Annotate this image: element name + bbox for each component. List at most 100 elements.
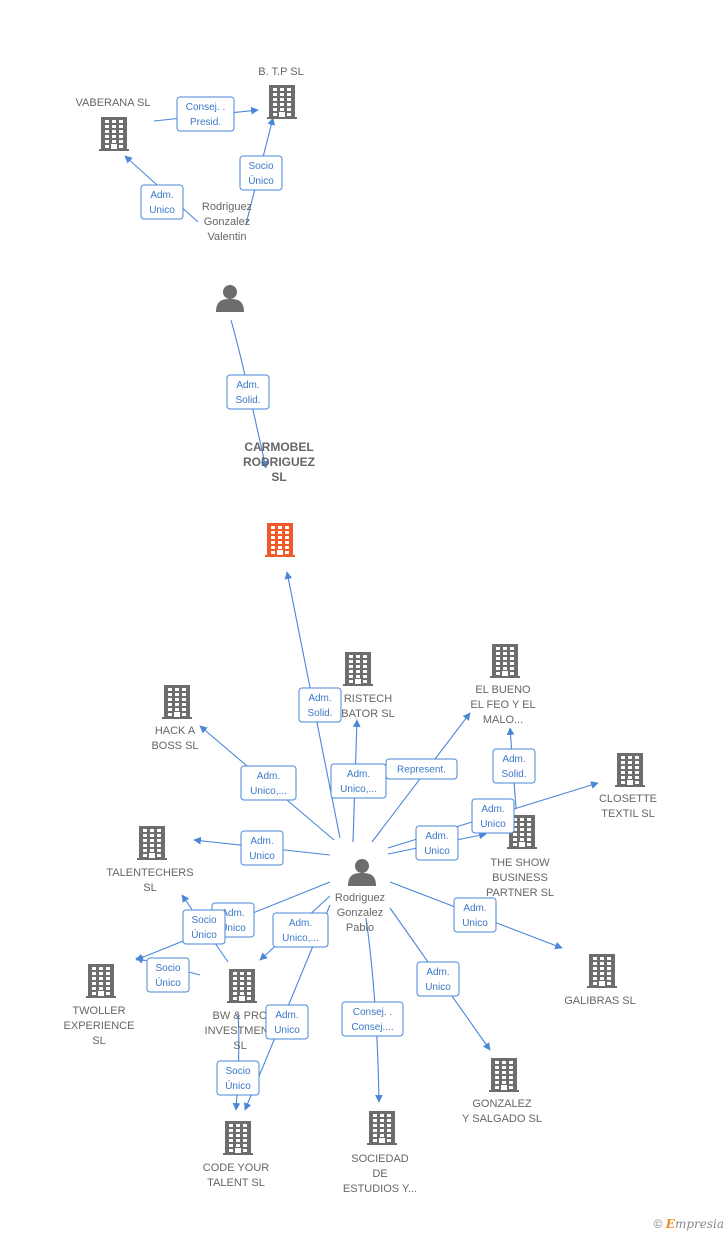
relation-label-box: [226, 374, 270, 410]
relation-label[interactable]: Adm.Solid.: [492, 748, 536, 784]
building-icon: [267, 85, 297, 119]
building-icon: [507, 815, 537, 849]
building-icon: [137, 826, 167, 860]
relation-label-box: [416, 961, 460, 997]
relation-label-text: Unico: [220, 923, 246, 934]
building-icon: [343, 652, 373, 686]
relation-label-box: [492, 748, 536, 784]
relation-label-text: Socio: [155, 963, 180, 974]
relation-label-text: Adm.: [150, 190, 173, 201]
relation-label-box: [239, 155, 283, 191]
relation-label-text: Adm.: [502, 754, 525, 765]
person-icon: [348, 859, 376, 886]
node-label: INVESTMENT: [205, 1025, 276, 1037]
relation-label-text: Unico: [149, 205, 175, 216]
relation-label-text: Unico: [424, 846, 450, 857]
node-vaberana[interactable]: VABERANA SL: [76, 97, 151, 151]
relation-label-text: Adm.: [289, 918, 312, 929]
node-label: B. T.P SL: [258, 66, 303, 78]
relation-label-box: [146, 957, 190, 993]
node-label: Pablo: [346, 922, 374, 934]
relation-label-box: [330, 763, 387, 799]
relation-label-text: Unico,...: [282, 933, 319, 944]
node-label: PARTNER SL: [486, 887, 554, 899]
node-label: SOCIEDAD: [351, 1153, 409, 1165]
relation-label[interactable]: Represent.: [385, 758, 458, 780]
building-icon: [86, 964, 116, 998]
relation-label[interactable]: Adm.Solid.: [226, 374, 270, 410]
relation-label-text: Único: [155, 976, 181, 989]
relation-label-text: Socio: [248, 161, 273, 172]
node-label: TEXTIL SL: [601, 808, 654, 820]
relation-label-text: Adm.: [257, 771, 280, 782]
relation-label-text: Presid.: [190, 117, 221, 128]
relation-label[interactable]: Consej. .Consej....: [341, 1001, 404, 1037]
relation-label-text: Adm.: [236, 380, 259, 391]
brand-watermark: © Empresia: [654, 1217, 724, 1231]
relation-label-text: Unico,...: [250, 786, 287, 797]
relation-label[interactable]: Consej. . Presid.: [176, 96, 235, 132]
relation-label-box: [471, 798, 515, 834]
relation-label[interactable]: Adm.Unico: [471, 798, 515, 834]
node-label: Valentin: [208, 231, 247, 243]
relation-label-text: Adm.: [250, 836, 273, 847]
relation-label-box: [341, 1001, 404, 1037]
relation-label[interactable]: Adm. Unico: [140, 184, 184, 220]
building-icon: [162, 685, 192, 719]
node-label: CODE YOUR: [203, 1162, 269, 1174]
relation-label[interactable]: Adm.Solid.: [298, 687, 342, 723]
node-label: BUSINESS: [492, 872, 548, 884]
node-label: TALENTECHERS: [106, 867, 193, 879]
node-galibras[interactable]: GALIBRAS SL: [564, 954, 636, 1007]
node-label: CLOSETTE: [599, 793, 657, 805]
relation-label-box: [298, 687, 342, 723]
relation-label-text: Consej. .: [186, 102, 225, 113]
building-icon: [99, 117, 129, 151]
relation-label-text: Adm.: [308, 693, 331, 704]
building-icon: [265, 523, 295, 557]
relation-label-box: [272, 912, 329, 948]
relation-label[interactable]: Adm.Unico,...: [330, 763, 387, 799]
relation-label-text: Unico: [274, 1025, 300, 1036]
node-label: EL FEO Y EL: [470, 699, 535, 711]
relation-label[interactable]: Adm.Unico: [240, 830, 284, 866]
relation-label-text: Adm.: [463, 903, 486, 914]
relation-label-text: Unico,...: [340, 784, 377, 795]
relation-label[interactable]: Adm. Unico,...: [272, 912, 329, 948]
relation-label[interactable]: Adm.Unico: [453, 897, 497, 933]
building-icon: [227, 969, 257, 1003]
relation-label-text: Consej....: [351, 1022, 393, 1033]
brand-name: Empresia: [665, 1217, 724, 1231]
node-closette[interactable]: CLOSETTE TEXTIL SL: [599, 753, 657, 820]
building-icon: [490, 644, 520, 678]
node-label: EXPERIENCE: [64, 1020, 135, 1032]
node-label: GONZALEZ: [472, 1098, 532, 1110]
relation-label[interactable]: Adm.Unico: [416, 961, 460, 997]
relation-label[interactable]: Adm. Unico,...: [240, 765, 297, 801]
building-icon: [223, 1121, 253, 1155]
relation-label[interactable]: Adm.Unico: [415, 825, 459, 861]
relation-label-box: [453, 897, 497, 933]
relation-label[interactable]: Adm.Unico: [265, 1004, 309, 1040]
copyright-symbol: ©: [653, 1217, 663, 1231]
relation-label-text: Socio: [191, 915, 216, 926]
node-btp[interactable]: B. T.P SL: [258, 66, 304, 119]
